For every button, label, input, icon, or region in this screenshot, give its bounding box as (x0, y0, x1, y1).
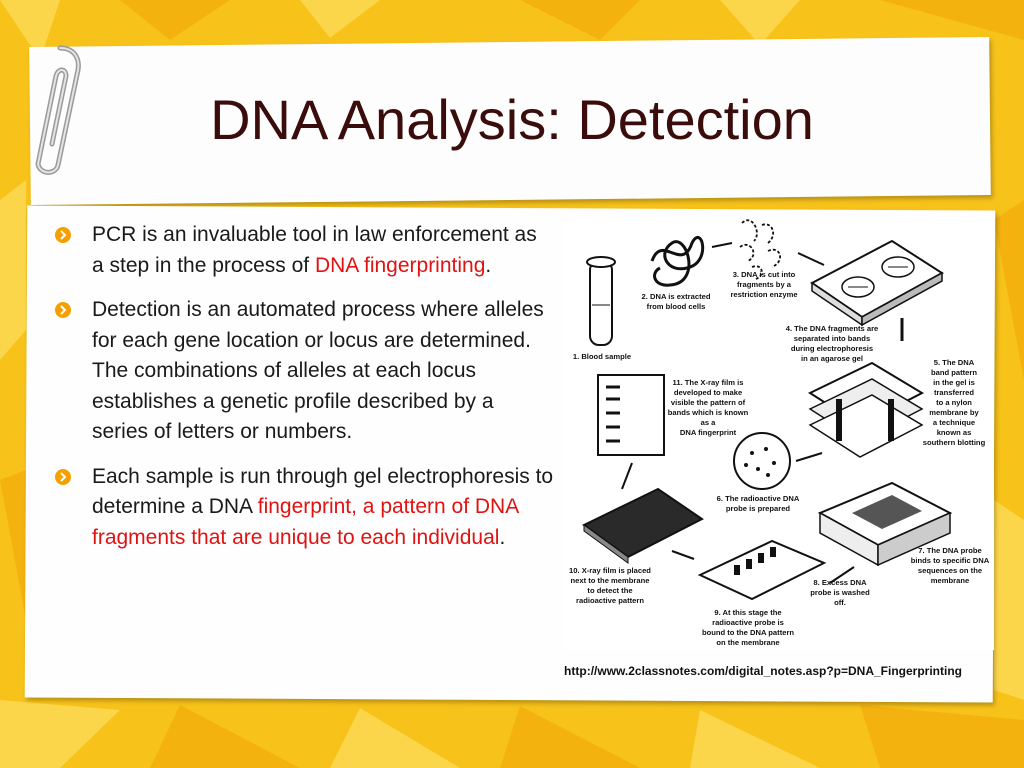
step-label: 9. At this stage the (714, 608, 781, 617)
step-label: 11. The X-ray film is (673, 378, 744, 387)
dna-fragments (739, 219, 781, 280)
paperclip-icon (35, 45, 81, 175)
step-label: transferred (934, 388, 974, 397)
bullet-item: Detection is an automated process where … (54, 295, 554, 448)
bullet-text: Detection is an automated process where … (92, 298, 544, 443)
step-label: probe is prepared (726, 504, 791, 513)
step-label: probe is washed (810, 588, 870, 597)
step-label: DNA fingerprint (680, 428, 737, 437)
bullet-text: PCR is an invaluable tool in law enforce… (92, 223, 537, 277)
step-label: band pattern (931, 368, 977, 377)
dna-fingerprinting-diagram: 1. Blood sample 2. DNA is extracted from… (562, 213, 994, 650)
circle-arrow-icon (55, 227, 71, 243)
step-label: from blood cells (647, 302, 706, 311)
step-label: membrane (931, 576, 969, 585)
circle-arrow-icon (55, 302, 71, 318)
washed-membrane (697, 539, 827, 601)
step-label: on the membrane (716, 638, 779, 647)
slide-title: DNA Analysis: Detection (210, 88, 814, 151)
step-label: sequences on the (918, 566, 982, 575)
step-label: fragments by a (737, 280, 792, 289)
bullet-text-end: . (485, 253, 492, 277)
step-label: 6. The radioactive DNA (717, 494, 800, 503)
step-label: bound to the DNA pattern (702, 628, 794, 637)
source-url[interactable]: http://www.2classnotes.com/digital_notes… (564, 664, 962, 678)
step-label: 1. Blood sample (573, 352, 631, 361)
step-label: radioactive pattern (576, 596, 644, 605)
step-label: a technique (933, 418, 975, 427)
circle-arrow-icon (55, 468, 71, 485)
bullet-text-end: . (499, 525, 506, 549)
step-label: 3. DNA is cut into (733, 270, 796, 279)
xray-film (582, 487, 704, 564)
step-label: 5. The DNA (934, 358, 975, 367)
step-label: known as (937, 428, 972, 437)
arrow (829, 566, 855, 584)
step-label: separated into bands (794, 334, 870, 343)
step-label: developed to make (674, 388, 742, 397)
arrow (795, 452, 823, 462)
blood-sample-tube (586, 256, 616, 346)
step-label: southern blotting (923, 438, 986, 447)
step-label: 4. The DNA fragments are (786, 324, 879, 333)
step-label: in the gel is (933, 378, 975, 387)
bullet-highlight: DNA fingerprinting (314, 253, 486, 277)
step-label: next to the membrane (571, 576, 650, 585)
bullet-item: Each sample is run through gel electroph… (54, 462, 554, 554)
step-label: to a nylon (936, 398, 972, 407)
step-label: radioactive probe is (712, 618, 784, 627)
arrow (797, 252, 825, 266)
arrow (711, 242, 733, 248)
step-label: 8. Excess DNA (813, 578, 867, 587)
step-label: visible the pattern of (671, 398, 746, 407)
bullet-list: PCR is an invaluable tool in law enforce… (54, 220, 554, 567)
developed-film (597, 374, 665, 456)
step-label: binds to specific DNA (911, 556, 990, 565)
step-label: bands which is known (668, 408, 749, 417)
bullet-text: Each sample is run through gel electroph… (92, 464, 554, 519)
agarose-gel-tray (810, 239, 944, 327)
step-label: during electrophoresis (791, 344, 873, 353)
step-label: membrane by (929, 408, 979, 417)
step-label: 10. X-ray film is placed (569, 566, 651, 575)
step-label: as a (701, 418, 717, 427)
extracted-dna (650, 235, 705, 287)
step-label: to detect the (587, 586, 632, 595)
step-label: restriction enzyme (730, 290, 797, 299)
arrow (671, 550, 695, 560)
step-label: in an agarose gel (801, 354, 863, 363)
bullet-highlight: fingerprint, a pattern of DNA fragments … (92, 495, 519, 549)
arrow (621, 462, 633, 490)
step-label: 7. The DNA probe (918, 546, 981, 555)
step-label: off. (834, 598, 846, 607)
bullet-item: PCR is an invaluable tool in law enforce… (54, 220, 554, 281)
southern-blot-stack (807, 361, 925, 458)
hybridization-box (817, 481, 953, 567)
step-label: 2. DNA is extracted (642, 292, 711, 301)
radioactive-probe (733, 432, 791, 490)
